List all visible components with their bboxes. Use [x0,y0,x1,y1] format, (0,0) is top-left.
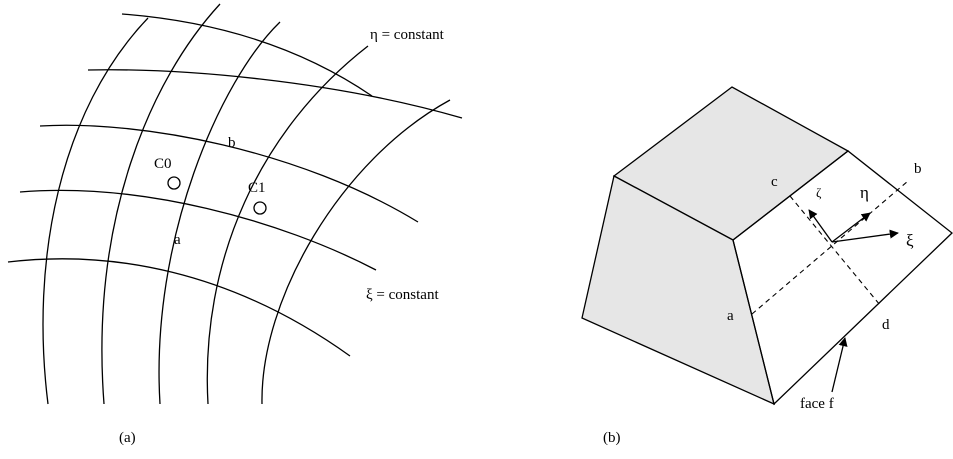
cell-c1-label: C1 [248,180,266,196]
caption-b: (b) [603,430,621,446]
xi-line-1 [42,17,149,405]
axis-eta-label: η [860,183,869,202]
cell-c0-label: C0 [154,156,172,172]
point-a-label-b: a [727,308,734,324]
eta-line-3 [39,124,419,223]
face-f-pointer-arrow [831,337,848,393]
face-dashed-lines [751,180,909,315]
dashed-line-c-d [789,195,881,306]
point-c-label-b: c [771,174,778,190]
xi-line-3 [158,21,281,405]
cell-c0-marker [167,176,181,190]
face-f-label: face f [800,396,834,412]
point-b-label-a: b [228,135,236,151]
axis-zeta-label: ζ [816,185,822,200]
xi-line-2 [101,3,221,405]
point-b-label-b: b [914,161,922,177]
face-f-outline [732,150,953,406]
xi-arrow [831,229,899,243]
dashed-line-a-b [751,180,909,315]
eta-line-5 [7,258,351,357]
cell-c1-marker [253,201,267,215]
zeta-arrow [808,209,833,243]
caption-a: (a) [119,430,136,446]
xi-line-4 [206,45,369,405]
eta-arrow [831,212,871,243]
panel-a-grid [7,3,463,405]
eta-line-1 [121,13,373,97]
local-axes [808,209,899,393]
eta-line-2 [87,69,463,119]
eta-line-4 [19,189,377,271]
point-a-label-a: a [174,232,181,248]
xi-constant-label: ξ = constant [366,287,439,303]
xi-line-5 [261,99,451,405]
axis-xi-label: ξ [906,231,914,250]
point-d-label-b: d [882,317,890,333]
eta-constant-label: η = constant [370,27,445,43]
